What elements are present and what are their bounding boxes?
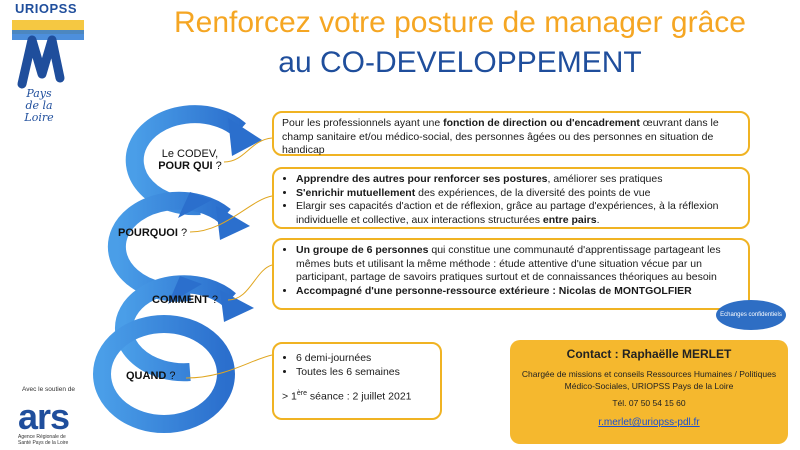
contact-phone: Tél. 07 50 54 15 60 bbox=[612, 398, 686, 408]
uriopss-tagline: Pays de la Loire bbox=[24, 87, 54, 124]
pourquoi-item: Apprendre des autres pour renforcer ses … bbox=[296, 173, 740, 187]
comment-item: Un groupe de 6 personnes qui constitue u… bbox=[296, 244, 740, 285]
comment-item: Accompagné d'une personne-ressource exté… bbox=[296, 285, 740, 299]
step-quand: QUAND ? bbox=[126, 370, 176, 382]
step-pourquoi: POURQUOI ? bbox=[118, 227, 188, 239]
first-session: > 1ère séance : 2 juillet 2021 bbox=[282, 390, 412, 403]
quand-item: 6 demi-journées bbox=[296, 352, 432, 366]
title-line-1: Renforcez votre posture de manager grâce bbox=[174, 6, 746, 39]
quand-item: Toutes les 6 semaines bbox=[296, 366, 432, 380]
contact-title: Contact : Raphaëlle MERLET bbox=[566, 347, 732, 361]
box-pour-qui: Pour les professionnels ayant une foncti… bbox=[272, 111, 750, 156]
contact-panel: Contact : Raphaëlle MERLET Chargée de mi… bbox=[510, 340, 788, 444]
step-comment: COMMENT ? bbox=[152, 294, 219, 306]
box-quand: 6 demi-journées Toutes les 6 semaines > … bbox=[272, 342, 442, 420]
step-pour-qui: Le CODEV,POUR QUI ? bbox=[158, 148, 222, 172]
box-pourquoi: Apprendre des autres pour renforcer ses … bbox=[272, 167, 750, 229]
contact-role: Chargée de missions et conseils Ressourc… bbox=[521, 369, 777, 391]
box-comment: Un groupe de 6 personnes qui constitue u… bbox=[272, 238, 750, 310]
pourquoi-item: S'enrichir mutuellement des expériences,… bbox=[296, 187, 740, 201]
title-line-2: au CO-DEVELOPPEMENT bbox=[278, 46, 642, 79]
support-label: Avec le soutien de bbox=[22, 386, 75, 393]
confidential-badge: Echanges confidentiels bbox=[716, 300, 786, 330]
ars-subtitle: Agence Régionale de Santé Pays de la Loi… bbox=[18, 434, 69, 446]
uriopss-logo-text: URIOPSS bbox=[15, 1, 78, 16]
uriopss-logo-icon bbox=[12, 20, 84, 89]
ars-logo: ars bbox=[18, 396, 70, 437]
contact-email-link[interactable]: r.merlet@uriopss-pdl.fr bbox=[598, 417, 700, 428]
pourquoi-item: Elargir ses capacités d'action et de réf… bbox=[296, 200, 740, 227]
